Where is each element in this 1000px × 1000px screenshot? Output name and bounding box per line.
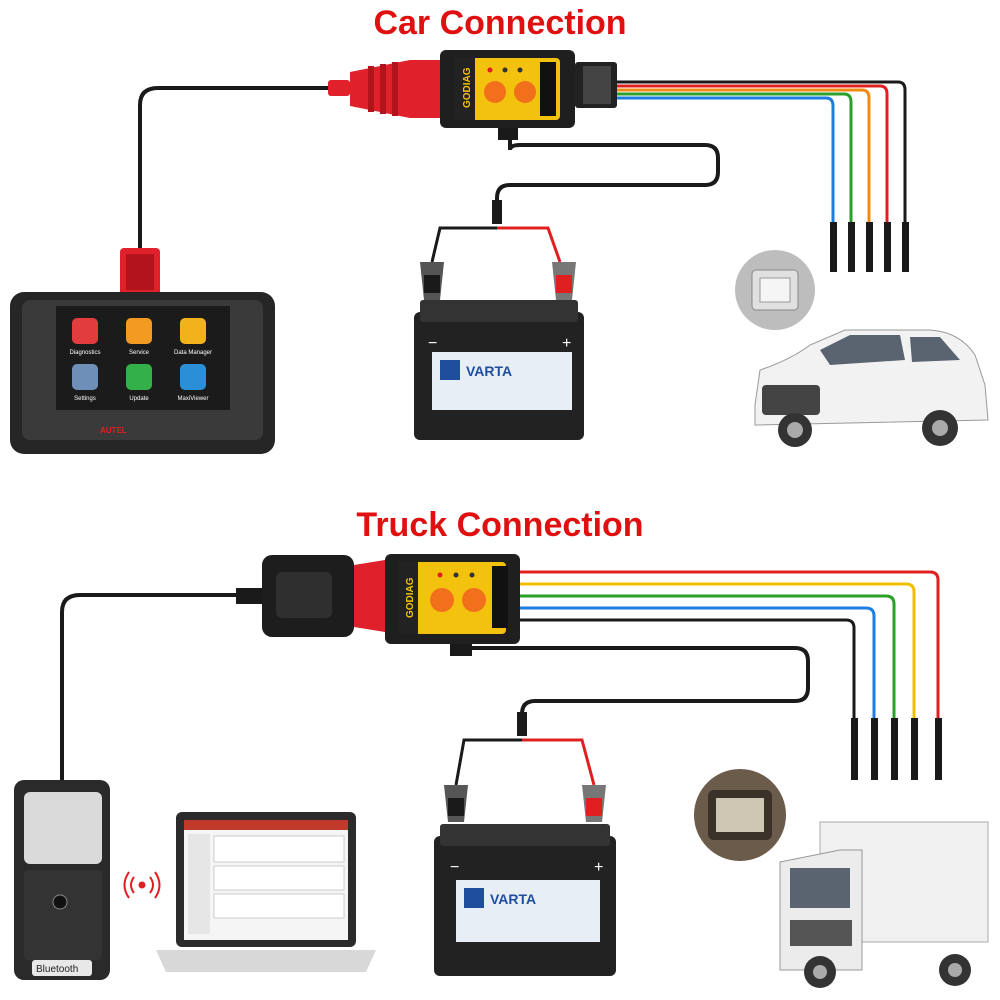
wrench-icon[interactable] xyxy=(126,318,152,344)
truck-connector xyxy=(694,769,786,861)
vci-cable xyxy=(60,593,262,790)
car-connection-title: Car Connection xyxy=(373,4,627,42)
truck-battery-plus: + xyxy=(594,859,603,876)
laptop xyxy=(156,812,376,972)
car-battery-cable xyxy=(495,140,720,220)
car-section: GODIAG xyxy=(10,50,989,454)
truck-battery-cable xyxy=(459,646,810,730)
car-icon[interactable] xyxy=(72,318,98,344)
tablet-app-label: Diagnostics xyxy=(69,350,100,356)
truck-red-clamp xyxy=(582,785,606,822)
truck-black-clamp xyxy=(444,785,468,822)
tablet-app-label: MaxiViewer xyxy=(178,396,209,402)
truck-box-button-right xyxy=(462,588,486,612)
autel-tablet: AUTEL Diagnostics Service Data ManagerSett… xyxy=(10,248,275,454)
tablet-app-label: Update xyxy=(129,396,149,402)
truck-box-brand: GODIAG xyxy=(405,577,416,618)
tablet-brand: AUTEL xyxy=(100,426,127,435)
car-red-clamp xyxy=(552,262,576,300)
truck-box-button-left xyxy=(430,588,454,612)
truck-breakout-box: GODIAG xyxy=(385,554,520,656)
tablet-app-label: Service xyxy=(129,350,150,356)
truck-obd-plug xyxy=(236,555,385,637)
download-icon[interactable] xyxy=(126,364,152,390)
truck-battery-brand: VARTA xyxy=(490,891,536,907)
tablet-cable xyxy=(138,86,330,270)
car-ecu-connector xyxy=(735,250,815,330)
truck-probe-wires xyxy=(520,570,940,722)
tablet-app-label: Settings xyxy=(74,396,96,402)
car-battery-brand: VARTA xyxy=(466,363,512,379)
truck-battery-minus: − xyxy=(450,859,459,876)
truck-battery: VARTA − + xyxy=(434,824,616,976)
car-probe-tips xyxy=(830,222,909,272)
car-battery-minus: − xyxy=(428,335,437,352)
truck-probe-tips xyxy=(851,718,942,780)
vci-device: Bluetooth xyxy=(14,780,110,980)
gear-icon[interactable] xyxy=(72,364,98,390)
car-box-brand: GODIAG xyxy=(462,67,473,108)
car-battery-plus: + xyxy=(562,335,571,352)
folder-icon[interactable] xyxy=(180,318,206,344)
car-battery: VARTA − + xyxy=(414,300,584,440)
search-icon[interactable] xyxy=(180,364,206,390)
vci-bluetooth-label: Bluetooth xyxy=(36,964,78,975)
car-black-clamp xyxy=(420,262,444,300)
truck-connection-title: Truck Connection xyxy=(356,506,644,544)
car-box-button-right xyxy=(514,81,536,103)
truck-section: GODIAG xyxy=(14,554,989,988)
car-box-button-left xyxy=(484,81,506,103)
car-breakout-box: GODIAG xyxy=(440,50,617,140)
truck-vehicle xyxy=(779,821,989,988)
tablet-app-label: Data Manager xyxy=(174,350,212,356)
suv-vehicle xyxy=(754,329,989,447)
car-probe-wires xyxy=(617,80,907,225)
wireless-signal-icon xyxy=(123,871,161,899)
obd-red-plug xyxy=(328,60,440,118)
